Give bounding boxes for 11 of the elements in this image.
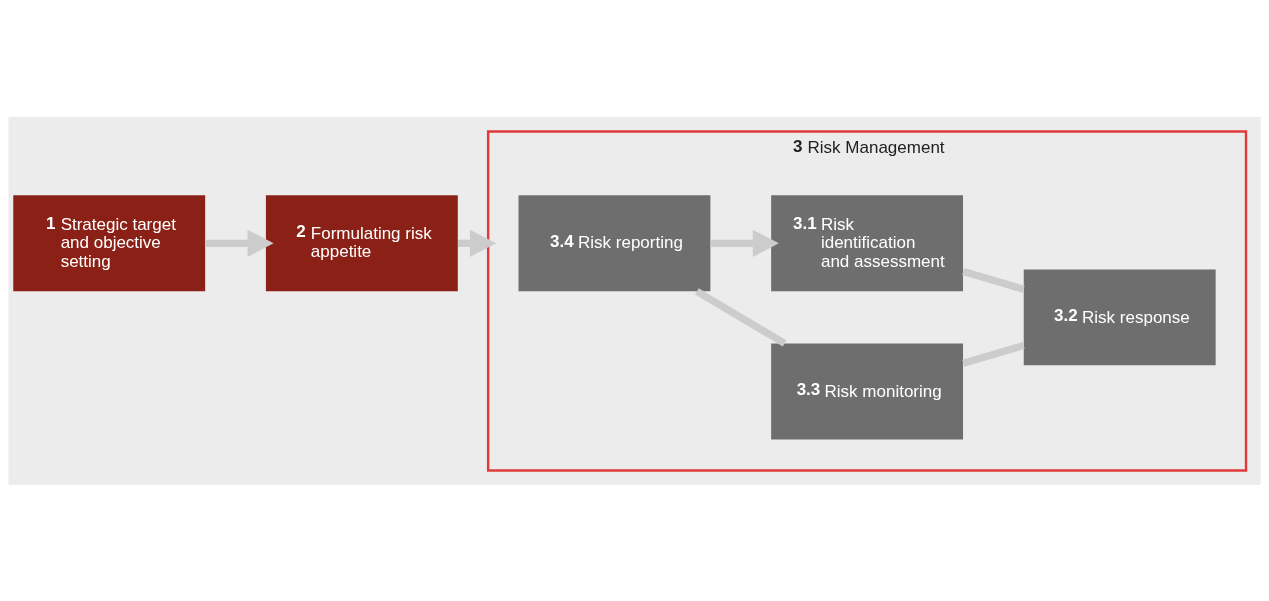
- node-box: 1 Strategic target and objective setting: [13, 194, 206, 291]
- connector: [695, 287, 787, 346]
- node-box: 2 Formulating risk appetite: [265, 194, 458, 291]
- arrow: [710, 229, 779, 257]
- node-box: 3.1 Risk identification and assessment: [771, 194, 964, 291]
- node-box: 3.2 Risk response: [1023, 268, 1216, 365]
- node-box: 3.4 Risk reporting: [518, 194, 711, 291]
- connector: [962, 341, 1025, 367]
- arrow: [205, 229, 274, 257]
- node-box: 3.3 Risk monitoring: [771, 343, 964, 439]
- connector: [962, 267, 1025, 293]
